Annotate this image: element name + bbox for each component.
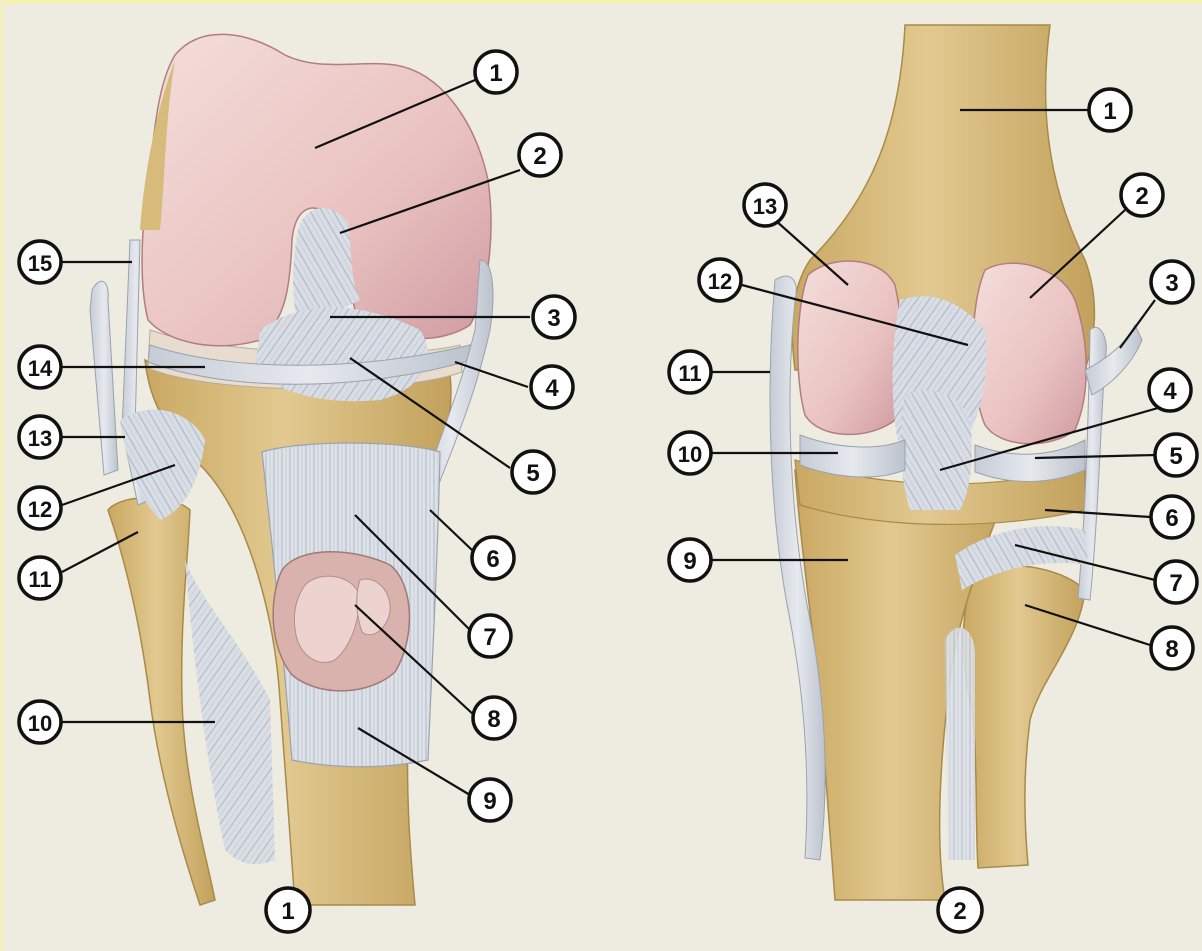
callout-label: 15 (28, 251, 52, 276)
callout-label: 11 (28, 567, 51, 592)
callout-label: 4 (1163, 378, 1177, 405)
callout-label: 1 (1103, 98, 1116, 125)
callout-label: 6 (1165, 505, 1178, 532)
callout-label: 7 (483, 624, 496, 651)
callout-label: 2 (1135, 183, 1148, 210)
callout-label: 5 (1169, 443, 1182, 470)
callout-label: 8 (1165, 636, 1178, 663)
callout-label: 9 (683, 548, 696, 575)
callout-label: 4 (545, 375, 559, 402)
callout-label: 10 (28, 711, 52, 736)
callout-label: 6 (486, 546, 499, 573)
callout-label: 12 (28, 497, 52, 522)
callout-label: 7 (1169, 570, 1182, 597)
figure-1-drawing (90, 34, 493, 905)
figure-2-label: 2 (953, 898, 966, 925)
callout-label: 2 (533, 143, 546, 170)
callout-label: 10 (678, 442, 702, 467)
callout-label: 12 (708, 269, 732, 294)
callout-label: 9 (483, 788, 496, 815)
callout-label: 1 (489, 60, 502, 87)
figure-1-label: 1 (281, 898, 294, 925)
callout-label: 14 (28, 356, 53, 381)
callout-label: 13 (28, 426, 52, 451)
callout-label: 13 (753, 194, 777, 219)
callout-label: 5 (526, 460, 539, 487)
callout-label: 3 (1165, 270, 1178, 297)
callout-label: 11 (678, 361, 701, 386)
callout-label: 8 (487, 706, 500, 733)
figure-2-drawing (770, 25, 1142, 900)
callout-label: 3 (547, 305, 560, 332)
